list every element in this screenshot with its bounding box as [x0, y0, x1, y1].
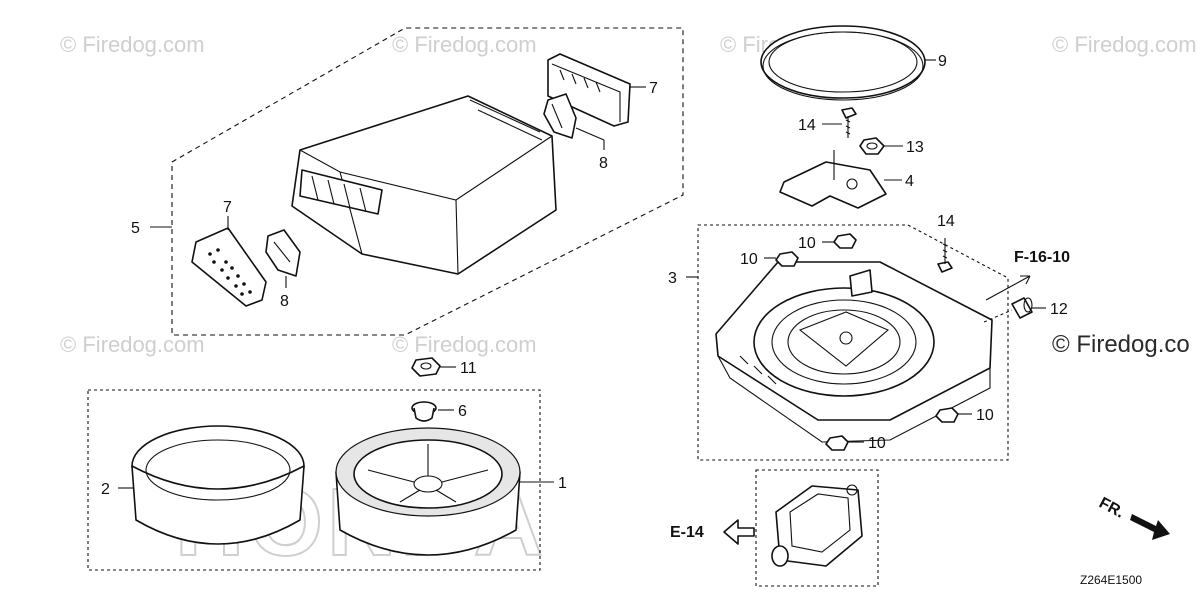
cover-latch-left — [191, 227, 267, 307]
air-cleaner-cover — [291, 95, 557, 275]
bolt-14-top — [841, 107, 857, 138]
callout-10-d: 10 — [868, 435, 886, 452]
cover-clip-left — [265, 229, 301, 277]
front-label: FR. — [1096, 495, 1127, 522]
cover-clip-top — [543, 93, 577, 139]
grommet-6 — [411, 401, 437, 422]
callout-14-right: 14 — [937, 213, 955, 230]
reference-e14-arrow — [723, 519, 755, 545]
watermark-top-center: © Firedog.com — [392, 32, 537, 57]
callout-2: 2 — [101, 481, 110, 498]
callout-9: 9 — [938, 53, 947, 70]
callout-10-c: 10 — [976, 407, 994, 424]
callout-13: 13 — [906, 139, 924, 156]
paper-filter-element — [335, 427, 521, 556]
reference-f16-arrow — [985, 275, 1031, 301]
callout-12: 12 — [1050, 301, 1068, 318]
callout-10-a: 10 — [740, 251, 758, 268]
group-box-cover — [171, 27, 684, 336]
watermark-mid-right: © Firedog.co — [1052, 331, 1190, 358]
callout-7-left: 7 — [223, 199, 232, 216]
plug-12 — [1011, 297, 1033, 319]
nut-10-a — [775, 251, 799, 267]
callout-11: 11 — [460, 360, 477, 377]
group-box-intake — [755, 469, 879, 587]
watermark-mid-center: © Firedog.com — [392, 332, 537, 357]
callout-6: 6 — [458, 403, 467, 420]
watermark-top-left: © Firedog.com — [60, 32, 205, 57]
group-box-case — [697, 224, 1009, 461]
nut-10-c — [935, 407, 959, 423]
bolt-14-right — [937, 238, 953, 273]
foam-filter-ring — [131, 425, 305, 545]
callout-14-top: 14 — [798, 117, 816, 134]
callout-10-b: 10 — [798, 235, 816, 252]
front-arrow-icon — [1130, 514, 1170, 540]
reference-f16-10: F-16-10 — [1014, 249, 1070, 266]
callout-8-left: 8 — [280, 293, 289, 310]
cover-latch-top — [547, 53, 631, 127]
watermark-top-far-right: © Firedog.com — [1052, 32, 1197, 57]
front-direction-indicator: FR. — [1096, 495, 1170, 540]
intake-duct — [771, 484, 863, 567]
air-cleaner-case — [715, 261, 993, 443]
callout-3: 3 — [668, 270, 677, 287]
nut-10-b — [833, 233, 857, 249]
reference-e14: E-14 — [670, 524, 704, 541]
callout-4: 4 — [905, 173, 914, 190]
callout-1: 1 — [558, 475, 567, 492]
nut-10-d — [825, 435, 849, 451]
drawing-code: Z264E1500 — [1080, 573, 1142, 587]
callout-8-top: 8 — [599, 155, 608, 172]
nut-11 — [411, 357, 441, 377]
watermark-mid-left: © Firedog.com — [60, 332, 205, 357]
bracket-4 — [779, 150, 887, 209]
group-box-filter — [87, 389, 541, 571]
seal-ring — [760, 25, 926, 101]
callout-7-top: 7 — [649, 80, 658, 97]
callout-5: 5 — [131, 220, 140, 237]
nut-13 — [859, 137, 885, 155]
